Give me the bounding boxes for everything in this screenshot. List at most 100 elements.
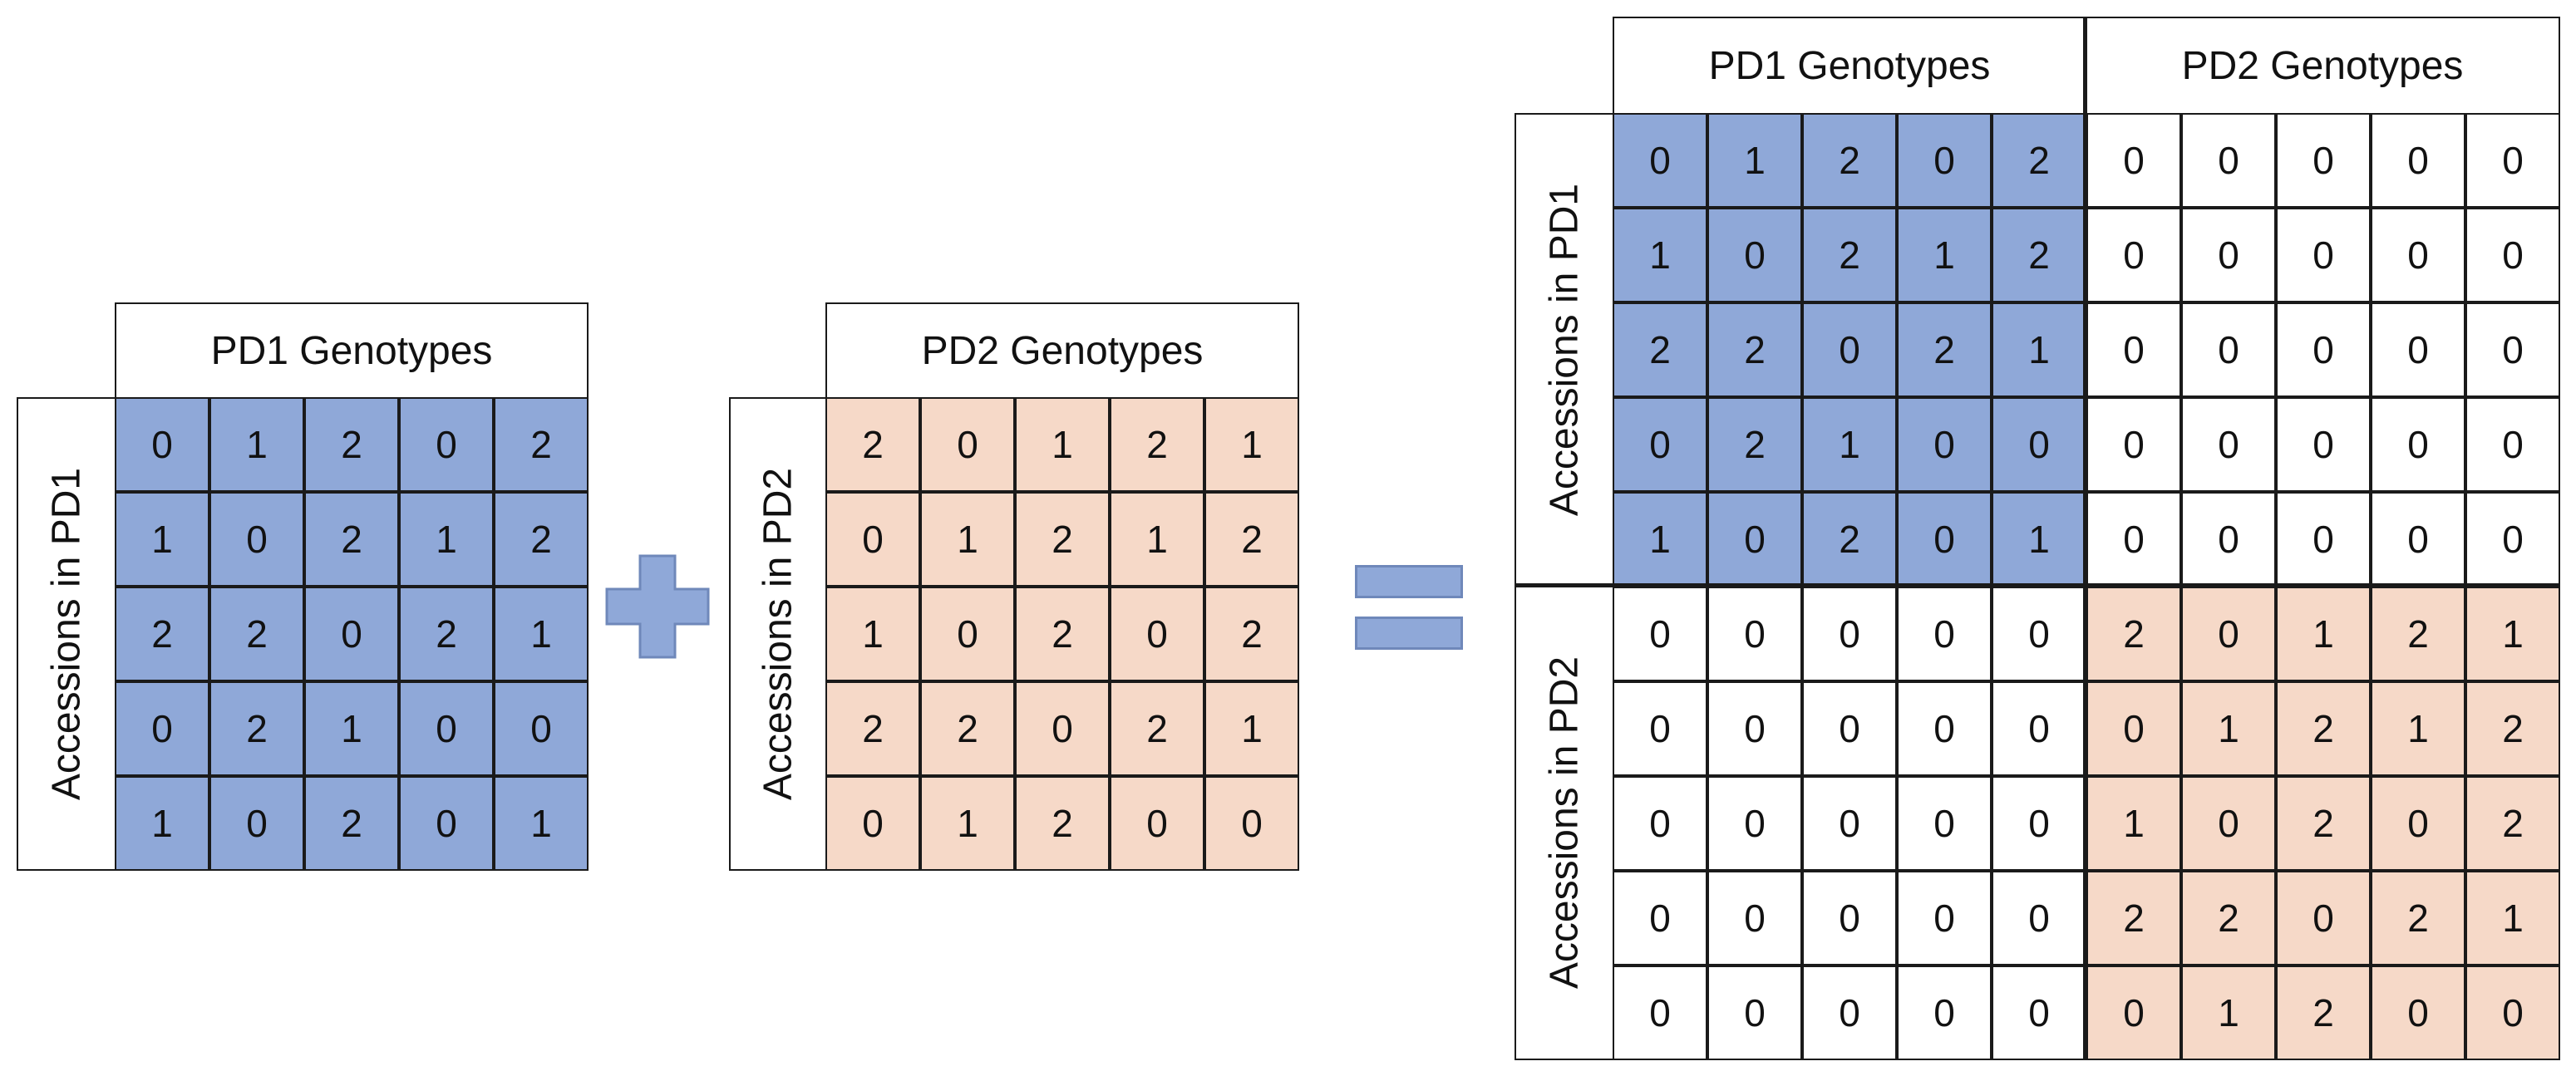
matrix-cell: 2: [1707, 397, 1802, 492]
pd1-accessions-header: Accessions in PD1: [17, 397, 116, 871]
matrix-cell: 0: [2086, 681, 2181, 776]
matrix-cell: 0: [2465, 965, 2560, 1060]
matrix-cell: 0: [2371, 113, 2465, 208]
pd1-genotypes-label: PD1 Genotypes: [210, 328, 493, 373]
matrix-cell: 2: [1802, 492, 1897, 587]
matrix-cell: 2: [2086, 871, 2181, 965]
matrix-cell: 2: [304, 776, 399, 871]
matrix-cell: 0: [2276, 302, 2371, 397]
matrix-cell: 1: [494, 776, 589, 871]
matrix-cell: 0: [2086, 492, 2181, 587]
matrix-cell: 0: [1992, 397, 2086, 492]
matrix-cell: 2: [1110, 681, 1204, 776]
matrix-cell: 0: [1707, 492, 1802, 587]
matrix-cell: 1: [1110, 492, 1204, 587]
matrix-cell: 0: [2181, 397, 2276, 492]
matrix-cell: 1: [920, 776, 1015, 871]
matrix-cell: 2: [1802, 208, 1897, 302]
matrix-cell: 0: [1613, 681, 1707, 776]
matrix-cell: 0: [494, 681, 589, 776]
matrix-cell: 2: [1897, 302, 1992, 397]
matrix-cell: 2: [115, 587, 209, 681]
matrix-cell: 0: [1802, 776, 1897, 871]
equals-bottom-bar: [1355, 617, 1463, 650]
matrix-cell: 2: [1204, 492, 1299, 587]
matrix-cell: 2: [2276, 965, 2371, 1060]
matrix-cell: 0: [1613, 397, 1707, 492]
matrix-cell: 2: [209, 587, 304, 681]
matrix-cell: 0: [2371, 776, 2465, 871]
plus-icon: [605, 554, 710, 659]
matrix-cell: 1: [1992, 492, 2086, 587]
pd2-accessions-label: Accessions in PD2: [756, 467, 800, 801]
matrix-cell: 0: [2181, 302, 2276, 397]
matrix-cell: 1: [209, 397, 304, 492]
combined-pd1-accessions-header: Accessions in PD1: [1515, 113, 1614, 587]
matrix-cell: 0: [399, 397, 494, 492]
matrix-cell: 0: [1707, 776, 1802, 871]
matrix-cell: 0: [1897, 587, 1992, 681]
combined-pd2-accessions-header: Accessions in PD2: [1515, 585, 1614, 1060]
matrix-cell: 0: [1204, 776, 1299, 871]
matrix-cell: 1: [2465, 871, 2560, 965]
matrix-cell: 1: [2181, 965, 2276, 1060]
matrix-cell: 2: [1015, 776, 1110, 871]
combined-pd2-genotypes-header: PD2 Genotypes: [2085, 17, 2560, 115]
matrix-cell: 0: [1613, 965, 1707, 1060]
combined-pd1-accessions-label: Accessions in PD1: [1542, 183, 1587, 517]
matrix-cell: 1: [1992, 302, 2086, 397]
matrix-cell: 2: [1992, 113, 2086, 208]
matrix-cell: 0: [2086, 208, 2181, 302]
matrix-cell: 0: [2465, 492, 2560, 587]
matrix-cell: 0: [209, 492, 304, 587]
matrix-cell: 0: [2181, 587, 2276, 681]
matrix-cell: 0: [2371, 492, 2465, 587]
matrix-cell: 2: [1992, 208, 2086, 302]
matrix-cell: 2: [209, 681, 304, 776]
matrix-cell: 0: [1802, 587, 1897, 681]
matrix-cell: 1: [920, 492, 1015, 587]
combined-horizontal-divider: [1515, 583, 2560, 587]
matrix-cell: 1: [2181, 681, 2276, 776]
matrix-cell: 0: [1897, 681, 1992, 776]
matrix-cell: 1: [1802, 397, 1897, 492]
matrix-cell: 0: [399, 681, 494, 776]
matrix-cell: 0: [1992, 681, 2086, 776]
matrix-cell: 0: [1613, 587, 1707, 681]
matrix-cell: 0: [2276, 113, 2371, 208]
matrix-cell: 0: [825, 492, 920, 587]
matrix-cell: 0: [304, 587, 399, 681]
pd1-genotypes-header: PD1 Genotypes: [115, 302, 589, 399]
matrix-cell: 0: [1992, 871, 2086, 965]
matrix-cell: 0: [1802, 681, 1897, 776]
matrix-cell: 2: [1204, 587, 1299, 681]
matrix-cell: 0: [2371, 302, 2465, 397]
matrix-cell: 1: [1204, 681, 1299, 776]
matrix-cell: 0: [1613, 871, 1707, 965]
matrix-cell: 0: [1707, 208, 1802, 302]
matrix-cell: 0: [920, 397, 1015, 492]
matrix-cell: 0: [1707, 681, 1802, 776]
matrix-cell: 1: [494, 587, 589, 681]
matrix-cell: 1: [1015, 397, 1110, 492]
matrix-cell: 0: [1992, 776, 2086, 871]
pd2-accessions-header: Accessions in PD2: [729, 397, 827, 871]
matrix-cell: 0: [1707, 965, 1802, 1060]
matrix-cell: 2: [304, 397, 399, 492]
matrix-cell: 0: [115, 397, 209, 492]
matrix-cell: 0: [1992, 965, 2086, 1060]
equals-top-bar: [1355, 565, 1463, 598]
matrix-cell: 0: [2181, 113, 2276, 208]
matrix-cell: 2: [2276, 681, 2371, 776]
matrix-cell: 2: [494, 492, 589, 587]
matrix-cell: 1: [2371, 681, 2465, 776]
matrix-cell: 0: [1802, 871, 1897, 965]
matrix-cell: 2: [2371, 587, 2465, 681]
matrix-cell: 2: [2465, 681, 2560, 776]
matrix-cell: 0: [1992, 587, 2086, 681]
matrix-cell: 0: [920, 587, 1015, 681]
matrix-cell: 0: [209, 776, 304, 871]
pd2-genotypes-header: PD2 Genotypes: [825, 302, 1299, 399]
matrix-cell: 0: [1897, 871, 1992, 965]
